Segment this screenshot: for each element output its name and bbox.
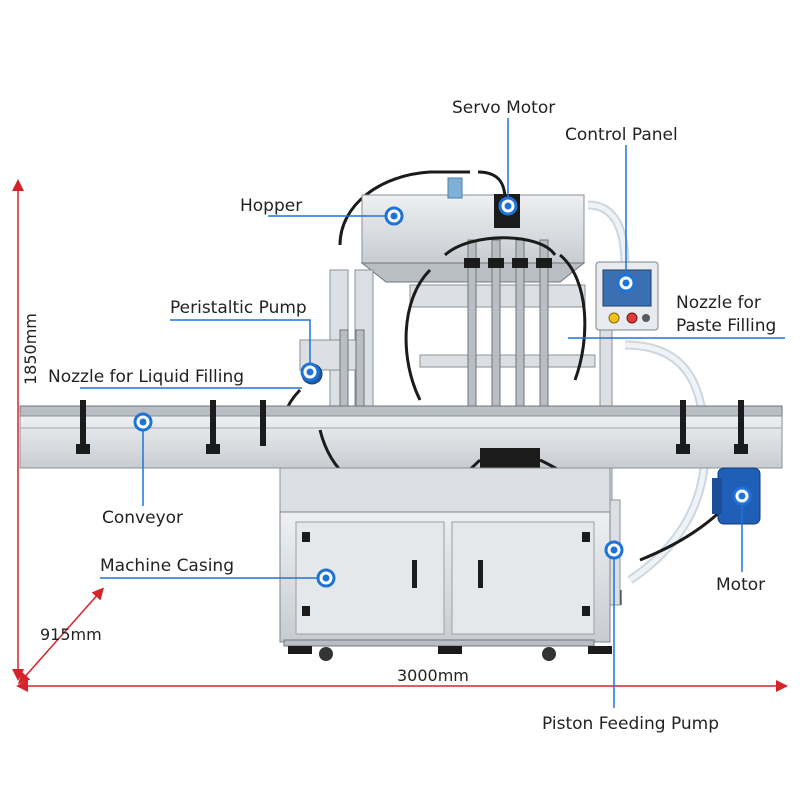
conveyor [19, 400, 783, 469]
peristaltic-pump-marker [300, 362, 320, 382]
depth-dimension-line [18, 587, 104, 685]
height-dimension-label: 1850mm [21, 313, 40, 385]
peristaltic-pump-label: Peristaltic Pump [170, 298, 307, 318]
width-dimension-label: 3000mm [397, 666, 469, 685]
machine-casing-marker [316, 568, 336, 588]
conveyor-marker [133, 412, 153, 432]
callout-lines [80, 118, 785, 708]
motor-marker [732, 486, 752, 506]
hopper-label: Hopper [240, 196, 302, 216]
hopper-marker [384, 206, 404, 226]
peristaltic-pump-callout [170, 319, 311, 372]
machine-casing [279, 467, 611, 643]
top-hose [338, 170, 470, 246]
dimension-lines [12, 179, 788, 692]
control-panel-marker [616, 273, 636, 293]
piston-pump-marker [604, 540, 624, 560]
conveyor-label: Conveyor [102, 508, 183, 528]
machine-casing-label: Machine Casing [100, 556, 234, 576]
nozzle-paste-label-line1: Nozzle for [676, 293, 761, 313]
motor-label: Motor [716, 575, 765, 595]
servo-motor-marker [498, 196, 518, 216]
nozzle-paste-label-line2: Paste Filling [676, 316, 776, 336]
callout-dots [133, 196, 752, 588]
depth-dimension-label: 915mm [40, 625, 102, 644]
control-panel-label: Control Panel [565, 125, 678, 145]
servo-motor-label: Servo Motor [452, 98, 555, 118]
nozzle-liquid-label: Nozzle for Liquid Filling [48, 367, 244, 387]
machine-illustration [19, 170, 783, 661]
piston-pump-label: Piston Feeding Pump [542, 714, 719, 734]
